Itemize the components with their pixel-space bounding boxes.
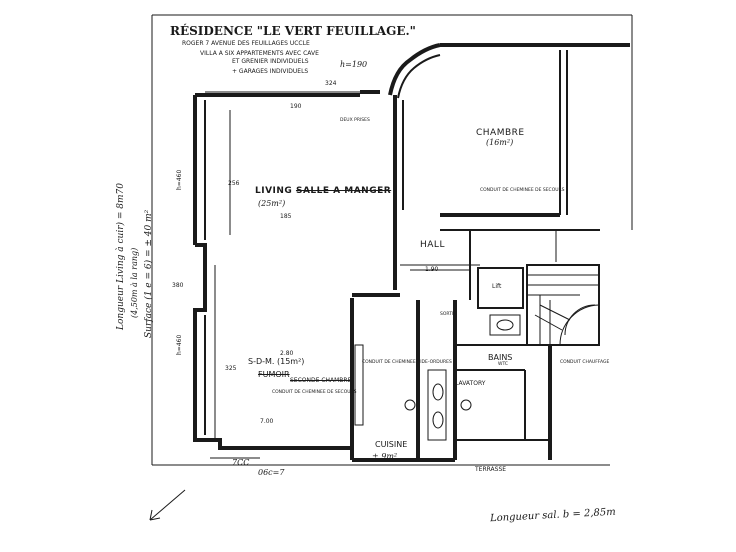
chambre-area: (16m²) [486, 138, 514, 147]
conduit-note-4: CONDUIT DE CHEMINEE VIDE-ORDURES [362, 360, 452, 365]
plan-title: RÉSIDENCE "LE VERT FEUILLAGE." [170, 24, 416, 38]
dim-380: 380 [172, 282, 184, 289]
margin-note-1: Longueur Living à cuir) = 8m70 [116, 182, 126, 330]
conduit-note-1: CONDUIT DE CHEMINEE DE SECOURS [480, 188, 565, 193]
note-wtc: WTC [498, 362, 509, 367]
dim-325: 325 [225, 365, 237, 372]
dim-7-00: 7.00 [260, 418, 274, 425]
room-bains: BAINS [488, 353, 513, 362]
margin-note-2: (4,50m à la rang) [130, 247, 139, 318]
description-line-1: VILLA A SIX APPARTEMENTS AVEC CAVE [200, 50, 319, 57]
room-cuisine: CUISINE [375, 440, 408, 449]
dim-left-a: h=460 [176, 169, 183, 190]
description-line-2: ET GRENIER INDIVIDUELS [232, 58, 309, 65]
dim-2-80: 2.80 [280, 350, 294, 357]
conduit-note-2: CONDUIT DE CHEMINEE DE SECOURS [272, 390, 357, 395]
dim-1-90: 1.90 [425, 266, 439, 273]
room-chambre: CHAMBRE [476, 128, 525, 138]
dimension-lines [205, 91, 557, 459]
room-seconde-chambre: SECONDE CHAMBRE [290, 377, 352, 384]
dim-top: 324 [325, 80, 337, 87]
room-lavatory: LAVATORY [455, 380, 486, 387]
living-walls [193, 90, 400, 450]
dim-bottom: 7CC [232, 458, 250, 467]
room-hall: HALL [420, 240, 445, 250]
bay-walls [388, 43, 630, 290]
stair-well [526, 264, 600, 346]
cuisine-walls [350, 344, 455, 462]
dim-left-b: h=460 [176, 334, 183, 355]
dim-bottom-2: 06c=7 [258, 468, 285, 477]
room-fumoir: FUMOIR [258, 370, 290, 379]
cuisine-area: ± 9m² [372, 452, 398, 461]
room-terrasse: TERRASSE [475, 466, 507, 473]
north-arrow-icon [149, 489, 186, 521]
address-line: ROGER 7 AVENUE DES FEUILLAGES UCCLE [182, 40, 310, 47]
note-deux-prises: DEUX PRISES [340, 118, 370, 123]
dim-256: 256 [228, 180, 240, 187]
dim-190: 190 [290, 103, 302, 110]
salle-a-manger-label: SALLE A MANGER [295, 186, 392, 196]
conduit-note-3: CONDUIT CHAUFFAGE [560, 360, 610, 365]
room-sdm: S-D-M. (15m²) [248, 357, 305, 366]
room-lift: Lift [492, 283, 502, 290]
dim-185: 185 [280, 213, 292, 220]
height-note: h=190 [340, 60, 368, 69]
living-area: (25m²) [258, 199, 286, 208]
margin-note-3: Surface (1 e = 6) = ± 40 m² [144, 209, 154, 338]
room-living: LIVING SALLE A MANGER [255, 186, 391, 196]
description-line-3: + GARAGES INDIVIDUELS [232, 68, 309, 75]
core-walls [400, 229, 600, 460]
living-label: LIVING [255, 186, 293, 196]
note-sortie: SORTIE [440, 312, 457, 317]
